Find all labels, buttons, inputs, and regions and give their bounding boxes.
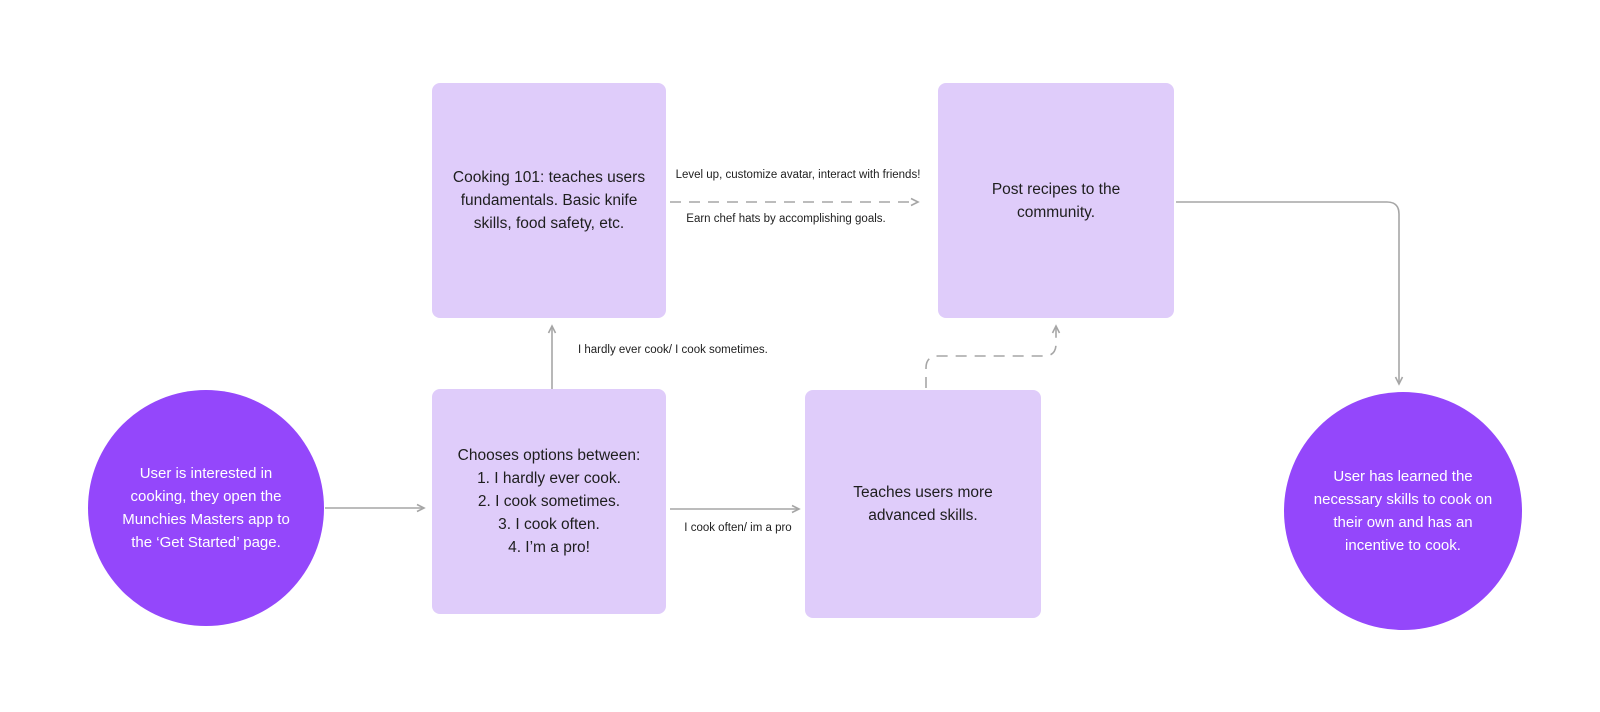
node-end-circle[interactable]: User has learned the necessary skills to… <box>1284 392 1522 630</box>
chooses-option-3: 3. I cook often. <box>498 516 600 533</box>
end-circle-text: User has learned the necessary skills to… <box>1313 468 1493 554</box>
cooking101-text: Cooking 101: teaches users fundamentals.… <box>452 169 646 232</box>
chooses-option-1: 1. I hardly ever cook. <box>477 470 621 487</box>
chooses-title: Chooses options between: <box>457 447 641 464</box>
edge-label-hardly-sometimes[interactable]: I hardly ever cook/ I cook sometimes. <box>578 344 768 356</box>
node-chooses-options[interactable]: Chooses options between: 1. I hardly eve… <box>432 389 666 614</box>
chooses-options-text: Chooses options between: 1. I hardly eve… <box>458 444 641 559</box>
edge-label-level-up[interactable]: Level up, customize avatar, interact wit… <box>675 169 921 181</box>
edge-label-often-pro[interactable]: I cook often/ im a pro <box>684 522 792 534</box>
node-cooking101[interactable]: Cooking 101: teaches users fundamentals.… <box>432 83 666 318</box>
start-circle-text: User is interested in cooking, they open… <box>122 465 290 551</box>
chooses-option-4: 4. I’m a pro! <box>508 539 590 556</box>
connector-post-to-end[interactable] <box>1176 201 1404 386</box>
advanced-skills-text: Teaches users more advanced skills. <box>853 484 993 524</box>
node-start-circle[interactable]: User is interested in cooking, they open… <box>88 390 324 626</box>
node-advanced-skills[interactable]: Teaches users more advanced skills. <box>805 390 1041 618</box>
chooses-option-2: 2. I cook sometimes. <box>477 493 621 510</box>
edge-label-chef-hats[interactable]: Earn chef hats by accomplishing goals. <box>686 213 886 225</box>
post-recipes-text: Post recipes to the community. <box>991 180 1121 221</box>
connector-advanced-to-post[interactable] <box>925 324 1061 388</box>
node-post-recipes[interactable]: Post recipes to the community. <box>938 83 1174 318</box>
